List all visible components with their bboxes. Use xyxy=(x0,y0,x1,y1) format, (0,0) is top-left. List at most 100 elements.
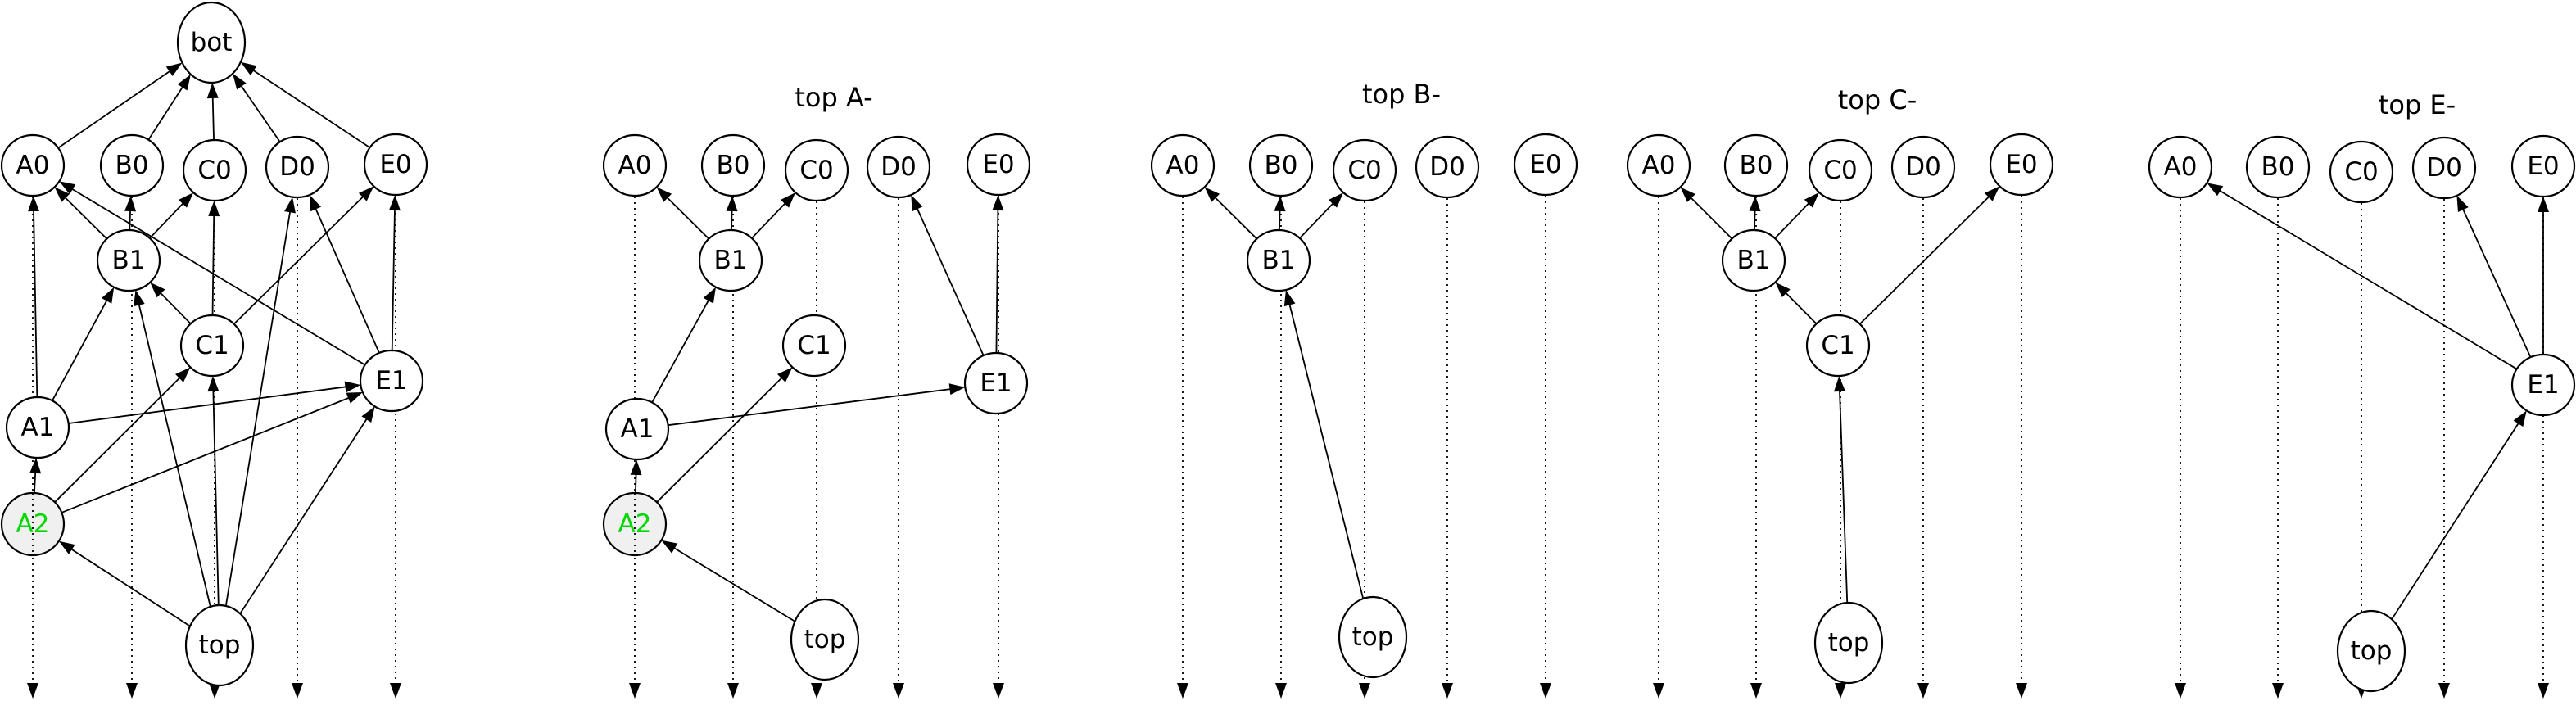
node-label: A0 xyxy=(1166,151,1200,180)
dotted-drop-D0 xyxy=(292,198,303,699)
arrowhead-icon xyxy=(1274,195,1286,212)
down-arrowhead-icon xyxy=(1653,683,1664,699)
edge-B1-to-C0 xyxy=(149,192,194,239)
node-label: top xyxy=(1352,622,1394,652)
edge-line xyxy=(1859,194,1992,325)
node-D0: D0 xyxy=(265,135,330,199)
dotted-drop-D0 xyxy=(1442,198,1453,699)
node-label: B0 xyxy=(717,151,750,180)
node-label: E0 xyxy=(1529,150,1561,179)
node-label: top xyxy=(199,631,241,660)
down-arrowhead-icon xyxy=(1917,683,1929,699)
node-label: B1 xyxy=(1737,246,1771,275)
edge-line xyxy=(2461,206,2532,358)
node-label: D0 xyxy=(1905,152,1941,182)
down-arrowhead-icon xyxy=(1359,683,1370,699)
dotted-drop-E0 xyxy=(390,196,401,699)
node-circle xyxy=(5,396,70,459)
node-B0: B0 xyxy=(1248,133,1314,197)
arrowhead-icon xyxy=(54,187,70,202)
node-top: top xyxy=(2336,609,2406,693)
node-B0: B0 xyxy=(2245,135,2311,199)
node-circle xyxy=(1805,314,1871,378)
node-circle xyxy=(363,133,428,197)
node-label: A1 xyxy=(21,413,55,442)
edge-A1-to-A0 xyxy=(28,195,40,398)
down-arrowhead-icon xyxy=(2272,683,2284,699)
panel-title: top C- xyxy=(1838,84,1917,115)
node-A1: A1 xyxy=(604,397,670,461)
node-circle xyxy=(2510,134,2576,198)
arrowhead-icon xyxy=(780,192,796,208)
node-C0: C0 xyxy=(1332,138,1397,202)
node-circle xyxy=(604,397,670,461)
node-label: E0 xyxy=(982,150,1014,179)
edge-line xyxy=(224,209,292,607)
down-arrowhead-icon xyxy=(2175,683,2186,699)
arrowhead-icon xyxy=(28,195,40,212)
arrowhead-icon xyxy=(2538,197,2549,212)
edge-B1-to-A0 xyxy=(656,187,710,240)
node-label: A0 xyxy=(618,151,652,180)
node-label: A0 xyxy=(1642,151,1676,180)
node-B1: B1 xyxy=(698,228,763,292)
edge-top-to-C1 xyxy=(1834,375,1849,604)
node-C1: C1 xyxy=(1805,314,1871,378)
edge-E1-to-E0 xyxy=(992,194,1004,354)
panel-title: top B- xyxy=(1362,79,1441,110)
edge-line xyxy=(51,297,109,401)
node-A0: A0 xyxy=(0,133,66,197)
edge-line xyxy=(2216,188,2518,370)
edge-line xyxy=(1279,207,1281,231)
arrowhead-icon xyxy=(948,383,966,396)
edge-top-to-B1 xyxy=(1283,289,1365,599)
edge-line xyxy=(129,207,132,231)
node-circle xyxy=(176,1,247,84)
node-circle xyxy=(2510,353,2576,417)
edge-A1-to-B1 xyxy=(51,287,115,401)
node-circle xyxy=(1808,138,1873,202)
node-label: A1 xyxy=(621,414,654,444)
arrowhead-icon xyxy=(284,197,296,214)
node-circle xyxy=(966,133,1031,197)
node-label: B1 xyxy=(1262,246,1296,275)
edge-line xyxy=(138,301,211,608)
down-arrowhead-icon xyxy=(893,683,904,699)
node-label: D0 xyxy=(881,152,917,182)
node-label: C0 xyxy=(799,156,833,185)
node-top: top xyxy=(790,598,860,681)
edge-B1-to-A0 xyxy=(1680,187,1733,240)
dotted-drop-E0 xyxy=(1540,196,1551,699)
node-label: C0 xyxy=(2344,157,2378,187)
node-bot: bot xyxy=(176,1,247,84)
arrowhead-icon xyxy=(165,62,183,76)
node-circle xyxy=(1626,133,1691,197)
arrowhead-icon xyxy=(134,290,145,307)
edge-line xyxy=(69,187,366,366)
node-circle xyxy=(1890,135,1956,199)
edge-A0-to-bot xyxy=(57,62,183,149)
arrowhead-icon xyxy=(240,61,257,76)
edge-line xyxy=(314,206,380,354)
edge-top-to-D0 xyxy=(224,197,296,607)
node-circle xyxy=(2336,609,2406,693)
edge-line xyxy=(1838,387,1849,604)
node-A0: A0 xyxy=(1626,133,1691,197)
edge-B1-to-B0 xyxy=(1274,195,1286,231)
node-label: B0 xyxy=(1265,151,1298,180)
node-B1: B1 xyxy=(1721,228,1786,292)
node-circle xyxy=(2329,140,2394,204)
dotted-drop-A0 xyxy=(27,197,38,699)
edge-C1-to-B1 xyxy=(150,282,192,324)
down-arrowhead-icon xyxy=(209,683,220,699)
node-label: C1 xyxy=(195,331,229,360)
node-label: E0 xyxy=(2005,150,2037,179)
node-circle xyxy=(1150,133,1216,197)
down-arrowhead-icon xyxy=(1540,683,1551,699)
arrowhead-icon xyxy=(1204,187,1220,202)
edge-line xyxy=(62,195,108,240)
down-arrowhead-icon xyxy=(1177,683,1188,699)
node-label: A2 xyxy=(618,509,652,539)
node-D0: D0 xyxy=(1890,135,1956,199)
